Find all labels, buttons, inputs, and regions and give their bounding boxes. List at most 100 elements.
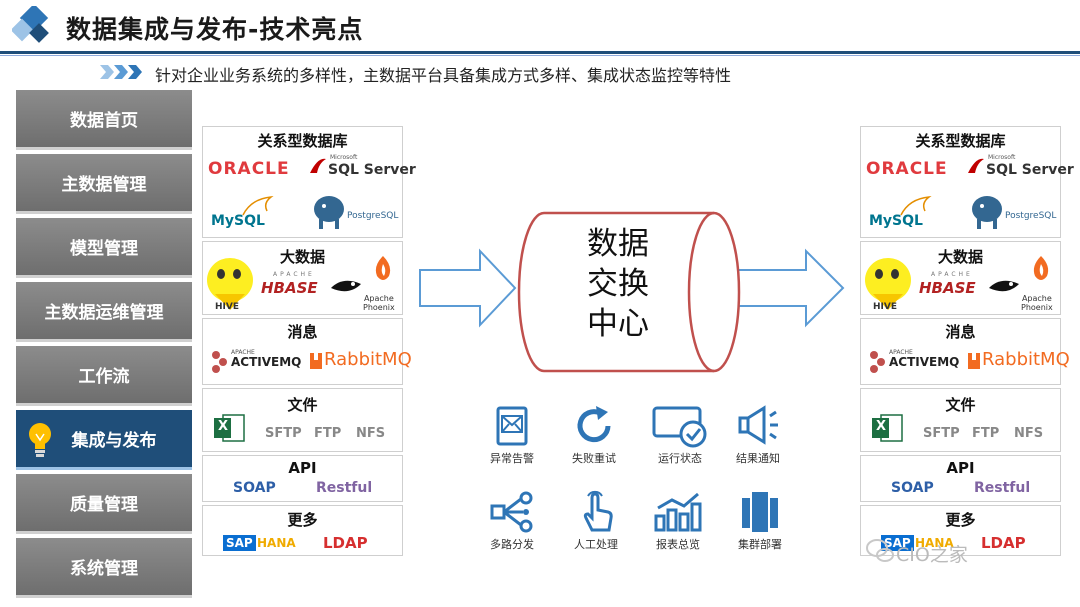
activemq-logo: ACTIVEMQ <box>889 355 960 369</box>
restful-label: Restful <box>316 480 373 496</box>
sidebar-item-model[interactable]: 模型管理 <box>16 218 192 278</box>
feature-cluster: 集群部署 <box>718 490 802 552</box>
panel-title: API <box>288 459 317 477</box>
header-divider-light <box>0 55 1080 56</box>
sidebar-item-ops[interactable]: 主数据运维管理 <box>16 282 192 342</box>
hive-logo: HIVE <box>215 302 239 312</box>
feature-distribute: 多路分发 <box>470 490 554 552</box>
hive-logo: HIVE <box>873 302 897 312</box>
header-divider <box>0 51 1080 54</box>
hive-logo-icon <box>865 258 911 310</box>
excel-icon <box>214 414 245 442</box>
status-check-icon <box>652 406 707 448</box>
panel-file: 文件 X SFTP FTP NFS <box>202 388 403 452</box>
soap-label: SOAP <box>891 480 934 496</box>
sidebar-item-system[interactable]: 系统管理 <box>16 538 192 598</box>
restful-label: Restful <box>974 480 1031 496</box>
rabbitmq-logo-icon <box>968 353 980 369</box>
hand-pointer-icon <box>583 490 613 532</box>
sidebar-item-master-data[interactable]: 主数据管理 <box>16 154 192 214</box>
ftp-label: FTP <box>972 426 1000 441</box>
panel-file: 文件 X SFTP FTP NFS <box>860 388 1061 452</box>
panel-title: 文件 <box>945 396 976 414</box>
sidebar-item-label: 主数据运维管理 <box>44 303 164 323</box>
feature-label: 报表总览 <box>656 538 700 551</box>
phoenix-logo-line1: Apache <box>1021 294 1052 303</box>
feature-label: 多路分发 <box>490 538 534 551</box>
page-subtitle: 针对企业业务系统的多样性，主数据平台具备集成方式多样、集成状态监控等特性 <box>155 66 732 85</box>
hbase-logo-small: APACHE <box>931 271 973 278</box>
nfs-label: NFS <box>356 426 386 441</box>
activemq-feather-icon <box>212 351 227 373</box>
envelope-alert-icon <box>496 406 528 446</box>
postgres-elephant-icon <box>314 196 344 229</box>
center-label-line: 交换 <box>587 266 649 302</box>
panel-title: 大数据 <box>279 248 325 266</box>
arrow-right-icon <box>419 248 517 328</box>
center-label-line: 数据 <box>587 226 649 262</box>
postgres-logo: PostgreSQL <box>347 211 399 221</box>
sqlserver-logo-small: Microsoft <box>988 154 1016 161</box>
page-title: 数据集成与发布-技术亮点 <box>66 15 364 44</box>
panel-api: API SOAP Restful <box>860 455 1061 502</box>
sqlserver-logo: SQL Server <box>986 162 1074 178</box>
center-label-line: 中心 <box>587 306 649 342</box>
feature-label: 失败重试 <box>572 452 616 465</box>
sidebar-item-label: 质量管理 <box>70 495 138 515</box>
phoenix-logo-line2: Phoenix <box>1021 303 1053 312</box>
oracle-logo: ORACLE <box>866 159 948 179</box>
panel-title: 大数据 <box>937 248 983 266</box>
sidebar-item-workflow[interactable]: 工作流 <box>16 346 192 406</box>
activemq-logo-small: APACHE <box>889 349 913 356</box>
wechat-watermark-icon <box>866 539 894 562</box>
soap-label: SOAP <box>233 480 276 496</box>
phoenix-logo-line2: Phoenix <box>363 303 395 312</box>
panel-more: 更多 SAP HANA LDAP <box>202 505 403 556</box>
rabbitmq-logo-icon <box>310 353 322 369</box>
sidebar-item-home[interactable]: 数据首页 <box>16 90 192 150</box>
ldap-label: LDAP <box>323 534 368 552</box>
feature-report: 报表总览 <box>636 490 720 552</box>
sidebar-item-quality[interactable]: 质量管理 <box>16 474 192 534</box>
panel-relational-db: 关系型数据库 ORACLE Microsoft SQL Server MySQL… <box>860 126 1074 238</box>
hbase-logo-small: APACHE <box>273 271 315 278</box>
panel-title: API <box>946 459 975 477</box>
cluster-icon <box>742 492 778 532</box>
chevron-arrows-icon <box>100 65 142 79</box>
panel-title: 更多 <box>287 511 318 529</box>
rabbitmq-logo: RabbitMQ <box>324 349 412 370</box>
feature-status: 运行状态 <box>638 404 722 466</box>
sap-logo: SAP <box>223 535 256 551</box>
feature-label: 运行状态 <box>658 452 702 465</box>
excel-icon <box>872 414 903 442</box>
sqlserver-logo-icon <box>968 158 984 173</box>
dolphin-icon <box>900 195 932 216</box>
mysql-logo: MySQL <box>869 213 923 229</box>
sidebar-item-label: 数据首页 <box>70 111 138 131</box>
postgres-elephant-icon <box>972 196 1002 229</box>
sqlserver-logo: SQL Server <box>328 162 416 178</box>
hbase-logo: HBASE <box>261 279 318 297</box>
feature-label: 人工处理 <box>574 538 618 551</box>
watermark-text: CIO之家 <box>896 544 968 566</box>
sidebar-item-integration[interactable]: 集成与发布 <box>16 410 192 470</box>
feature-label: 结果通知 <box>736 452 780 465</box>
mysql-logo: MySQL <box>211 213 265 229</box>
feature-label: 集群部署 <box>738 538 782 551</box>
hive-logo-icon <box>207 258 253 310</box>
sidebar-item-label: 模型管理 <box>70 239 138 259</box>
arrow-right-icon <box>725 248 845 328</box>
dolphin-icon <box>242 195 274 216</box>
postgres-logo: PostgreSQL <box>1005 211 1057 221</box>
hana-logo: HANA <box>915 536 954 550</box>
feature-manual: 人工处理 <box>554 490 638 552</box>
data-exchange-cylinder <box>517 211 741 373</box>
panel-message: 消息 APACHE ACTIVEMQ RabbitMQ <box>860 318 1070 385</box>
panel-title: 消息 <box>287 323 318 341</box>
panel-title: 更多 <box>945 511 976 529</box>
sqlserver-logo-icon <box>310 158 326 173</box>
phoenix-logo-line1: Apache <box>363 294 394 303</box>
sap-logo: SAP <box>881 535 914 551</box>
